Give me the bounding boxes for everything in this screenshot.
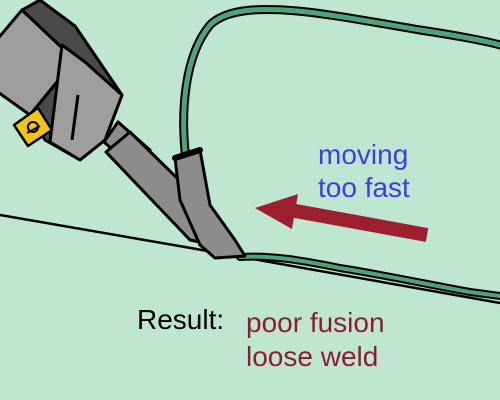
motion-annotation: moving too fast (318, 138, 438, 204)
result-line-1: poor fusion (246, 307, 385, 338)
collar-slot (70, 94, 80, 141)
hot-air-welder-icon (0, 0, 247, 260)
weld-bead (238, 254, 500, 298)
result-description: poor fusion loose weld (246, 306, 385, 374)
warning-badge-icon (12, 106, 54, 148)
direction-arrow-shaft (288, 203, 429, 242)
motion-line-2: too fast (318, 172, 410, 203)
filament-rod (181, 6, 500, 163)
result-label: Result: (137, 304, 225, 335)
direction-arrow-head (255, 194, 298, 229)
arrow-left-icon (255, 194, 429, 242)
result-line-2: loose weld (246, 341, 379, 372)
base-sheet-line (0, 213, 500, 305)
speed-welding-tip (173, 148, 247, 260)
motion-line-1: moving (318, 139, 409, 170)
tip-inlet (172, 147, 203, 161)
